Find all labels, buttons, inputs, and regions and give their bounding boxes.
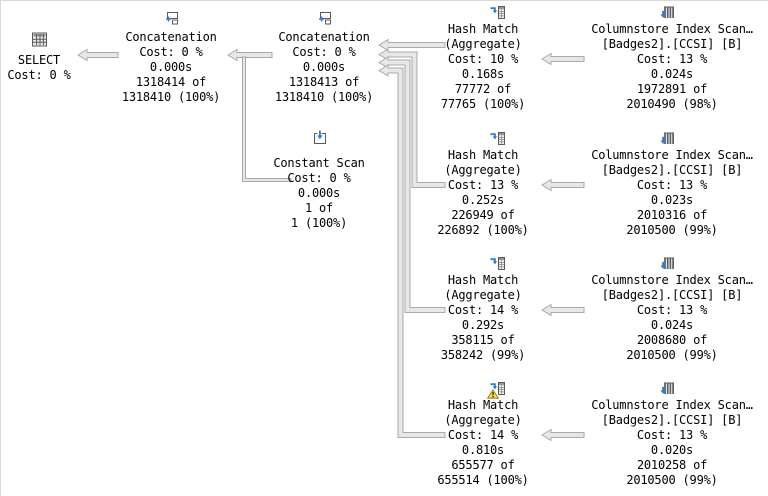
node-time: 0.252s (461, 193, 505, 207)
node-rows-actual: 2010258 of (636, 458, 708, 472)
node-rows-actual: 2010316 of (636, 208, 708, 222)
arrow-constantscan-to-concat1[interactable] (242, 56, 292, 182)
node-columnstore-scan-1[interactable]: Columnstore Index Scan… [Badges2].[CCSI]… (562, 6, 768, 112)
node-label: Columnstore Index Scan… (591, 148, 753, 162)
columnstore-index-scan-icon (660, 257, 674, 269)
node-cost: Cost: 0 % (7, 68, 71, 82)
node-object: [Badges2].[CCSI] [B] (601, 37, 743, 51)
node-time: 0.292s (461, 318, 505, 332)
node-rows-actual: 1318414 of (135, 75, 207, 89)
node-label: Columnstore Index Scan… (591, 22, 753, 36)
node-rows-actual: 226949 of (451, 208, 515, 222)
node-time: 0.024s (650, 318, 694, 332)
node-rows-actual: 1 of (304, 201, 334, 215)
node-cost: Cost: 0 % (139, 45, 203, 59)
node-rows-estimated: 1 (100%) (290, 216, 348, 230)
node-time: 0.000s (297, 186, 341, 200)
node-rows-estimated: 77765 (100%) (440, 97, 526, 111)
node-rows-estimated: 1318410 (100%) (121, 90, 221, 104)
node-rows-estimated: 226892 (100%) (437, 223, 529, 237)
node-label: Concatenation (125, 30, 217, 44)
node-time: 0.024s (650, 67, 694, 81)
node-columnstore-scan-3[interactable]: Columnstore Index Scan… [Badges2].[CCSI]… (562, 257, 768, 363)
arrow-hashmatch4-to-concat2[interactable] (378, 64, 446, 438)
node-rows-estimated: 2010500 (99%) (626, 223, 718, 237)
node-sublabel: (Aggregate) (444, 288, 522, 302)
node-hash-match-3[interactable]: Hash Match (Aggregate) Cost: 14 % 0.292s… (373, 257, 593, 363)
node-label: SELECT (17, 53, 61, 67)
node-sublabel: (Aggregate) (444, 413, 522, 427)
node-rows-estimated: 2010500 (99%) (626, 348, 718, 362)
node-constant-scan[interactable]: Constant Scan Cost: 0 % 0.000s 1 of 1 (1… (209, 130, 429, 231)
node-label: Hash Match (447, 148, 519, 162)
node-label: Concatenation (278, 30, 370, 44)
node-hash-match-2[interactable]: Hash Match (Aggregate) Cost: 13 % 0.252s… (373, 132, 593, 238)
hash-match-icon (490, 6, 505, 19)
node-time: 0.020s (650, 443, 694, 457)
node-hash-match-1[interactable]: Hash Match (Aggregate) Cost: 10 % 0.168s… (373, 6, 593, 112)
constant-scan-icon (314, 130, 326, 144)
node-label: Constant Scan (273, 156, 365, 170)
node-rows-actual: 1318413 of (288, 75, 360, 89)
node-label: Columnstore Index Scan… (591, 398, 753, 412)
node-label: Hash Match (447, 273, 519, 287)
node-time: 0.810s (461, 443, 505, 457)
arrow-columnstore3-to-hashmatch3[interactable] (541, 303, 585, 317)
node-rows-actual: 358115 of (451, 333, 515, 347)
node-time: 0.000s (149, 60, 193, 74)
node-concatenation-2[interactable]: Concatenation Cost: 0 % 0.000s 1318413 o… (214, 12, 434, 105)
result-grid-icon (32, 32, 47, 47)
node-rows-estimated: 2010490 (98%) (626, 97, 718, 111)
node-cost: Cost: 13 % (636, 178, 708, 192)
node-cost: Cost: 13 % (447, 178, 519, 192)
node-columnstore-scan-4[interactable]: Columnstore Index Scan… [Badges2].[CCSI]… (562, 382, 768, 488)
node-cost: Cost: 14 % (447, 303, 519, 317)
columnstore-index-scan-icon (660, 132, 674, 144)
arrow-columnstore2-to-hashmatch2[interactable] (541, 178, 585, 192)
node-object: [Badges2].[CCSI] [B] (601, 288, 743, 302)
node-rows-actual: 655577 of (451, 458, 515, 472)
arrow-concat1-to-select[interactable] (77, 48, 119, 62)
node-cost: Cost: 13 % (636, 428, 708, 442)
columnstore-index-scan-icon (660, 6, 674, 18)
warning-icon (487, 389, 499, 399)
node-time: 0.000s (302, 60, 346, 74)
arrow-concat2-to-concat1[interactable] (227, 48, 273, 62)
node-object: [Badges2].[CCSI] [B] (601, 163, 743, 177)
node-rows-estimated: 2010500 (99%) (626, 473, 718, 487)
node-rows-estimated: 655514 (100%) (437, 473, 529, 487)
node-cost: Cost: 13 % (636, 52, 708, 66)
hash-match-icon (490, 382, 505, 395)
node-rows-actual: 1972891 of (636, 82, 708, 96)
node-cost: Cost: 14 % (447, 428, 519, 442)
arrow-columnstore4-to-hashmatch4[interactable] (541, 428, 585, 442)
node-cost: Cost: 0 % (287, 171, 351, 185)
node-cost: Cost: 10 % (447, 52, 519, 66)
node-time: 0.023s (650, 193, 694, 207)
node-cost: Cost: 0 % (292, 45, 356, 59)
node-sublabel: (Aggregate) (444, 37, 522, 51)
node-hash-match-4[interactable]: Hash Match (Aggregate) Cost: 14 % 0.810s… (373, 382, 593, 488)
node-rows-estimated: 358242 (99%) (440, 348, 526, 362)
node-cost: Cost: 13 % (636, 303, 708, 317)
node-label: Columnstore Index Scan… (591, 273, 753, 287)
hash-match-icon (490, 132, 505, 145)
node-concatenation-1[interactable]: Concatenation Cost: 0 % 0.000s 1318414 o… (61, 12, 281, 105)
arrow-columnstore1-to-hashmatch1[interactable] (541, 52, 585, 66)
node-rows-actual: 2008680 of (636, 333, 708, 347)
node-time: 0.168s (461, 67, 505, 81)
node-rows-actual: 77772 of (454, 82, 512, 96)
node-columnstore-scan-2[interactable]: Columnstore Index Scan… [Badges2].[CCSI]… (562, 132, 768, 238)
hash-match-icon (490, 257, 505, 270)
node-label: Hash Match (447, 398, 519, 412)
concatenation-icon (166, 12, 178, 25)
node-rows-estimated: 1318410 (100%) (274, 90, 374, 104)
node-sublabel: (Aggregate) (444, 163, 522, 177)
concatenation-icon (319, 12, 331, 25)
columnstore-index-scan-icon (660, 382, 674, 394)
node-object: [Badges2].[CCSI] [B] (601, 413, 743, 427)
node-select[interactable]: SELECT Cost: 0 % (0, 32, 149, 83)
node-label: Hash Match (447, 22, 519, 36)
